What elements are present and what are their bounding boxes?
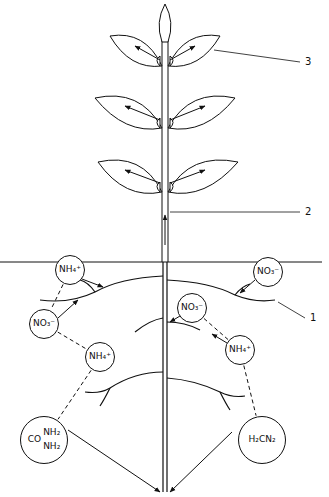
formula-text: NH₂ (43, 428, 60, 438)
lateral-root (135, 318, 163, 332)
ion-circle: NH₄⁺ (85, 342, 115, 372)
tap-root (163, 262, 167, 492)
ion-circle: NH₄⁺ (225, 335, 255, 365)
leaf-bud (157, 56, 173, 192)
flow-arrow (125, 170, 160, 183)
uptake-arrow (58, 300, 78, 318)
leaf (168, 96, 235, 129)
leaf (110, 35, 162, 66)
formula-group: CONH₂ NH₂ (28, 428, 60, 452)
flow-arrow (170, 170, 205, 183)
callout-number: 2 (304, 207, 312, 217)
conversion-line (244, 366, 256, 416)
formula-text: NO₃⁻ (181, 303, 203, 313)
conversion-line (51, 284, 63, 309)
leader-line (170, 212, 300, 213)
leaf (168, 160, 238, 193)
lateral-root (167, 322, 200, 330)
flow-arrow (165, 215, 166, 245)
ion-circle: NO₃⁻ (253, 257, 283, 287)
lateral-root (85, 372, 163, 393)
formula-text: NO₃⁻ (33, 319, 55, 329)
uptake-arrow (240, 280, 255, 293)
ion-circle: CONH₂ NH₂ (20, 416, 68, 464)
formula-text: NO₃⁻ (257, 267, 279, 277)
formula-branches: NH₂ NH₂ (43, 428, 60, 452)
formula-text: NH₄⁺ (89, 352, 111, 362)
flow-arrow (135, 46, 160, 60)
ion-circle: NO₃⁻ (29, 309, 59, 339)
lateral-root (167, 378, 245, 397)
ion-circle: NH₄⁺ (55, 255, 85, 285)
formula-text: H₂CN₂ (249, 435, 276, 445)
conversion-line (204, 319, 228, 340)
formula-text: NH₄⁺ (229, 345, 251, 355)
callout-number: 3 (304, 57, 312, 67)
formula-text: NH₄⁺ (59, 265, 81, 275)
stem (162, 40, 168, 262)
formula-text: NH₂ (43, 442, 60, 452)
bud (159, 4, 171, 42)
root-hair (80, 280, 250, 410)
uptake-arrow (82, 279, 103, 287)
conversion-line (58, 332, 86, 349)
callout-number: 1 (309, 313, 317, 323)
ion-circle: H₂CN₂ (238, 416, 286, 464)
uptake-arrow (68, 430, 160, 492)
leader-line (214, 50, 300, 62)
leaf (98, 160, 162, 193)
ion-circle: NO₃⁻ (177, 293, 207, 323)
uptake-arrow (170, 432, 232, 492)
uptake-arrow (212, 334, 227, 343)
flow-arrow (170, 106, 205, 120)
leader-line (278, 302, 305, 318)
leaf (168, 35, 220, 66)
flow-arrow (125, 106, 160, 120)
conversion-line (58, 370, 91, 419)
uptake-arrow (170, 316, 180, 322)
leaf (95, 96, 162, 129)
formula-text: CO (28, 435, 41, 445)
flow-arrow (170, 46, 195, 60)
